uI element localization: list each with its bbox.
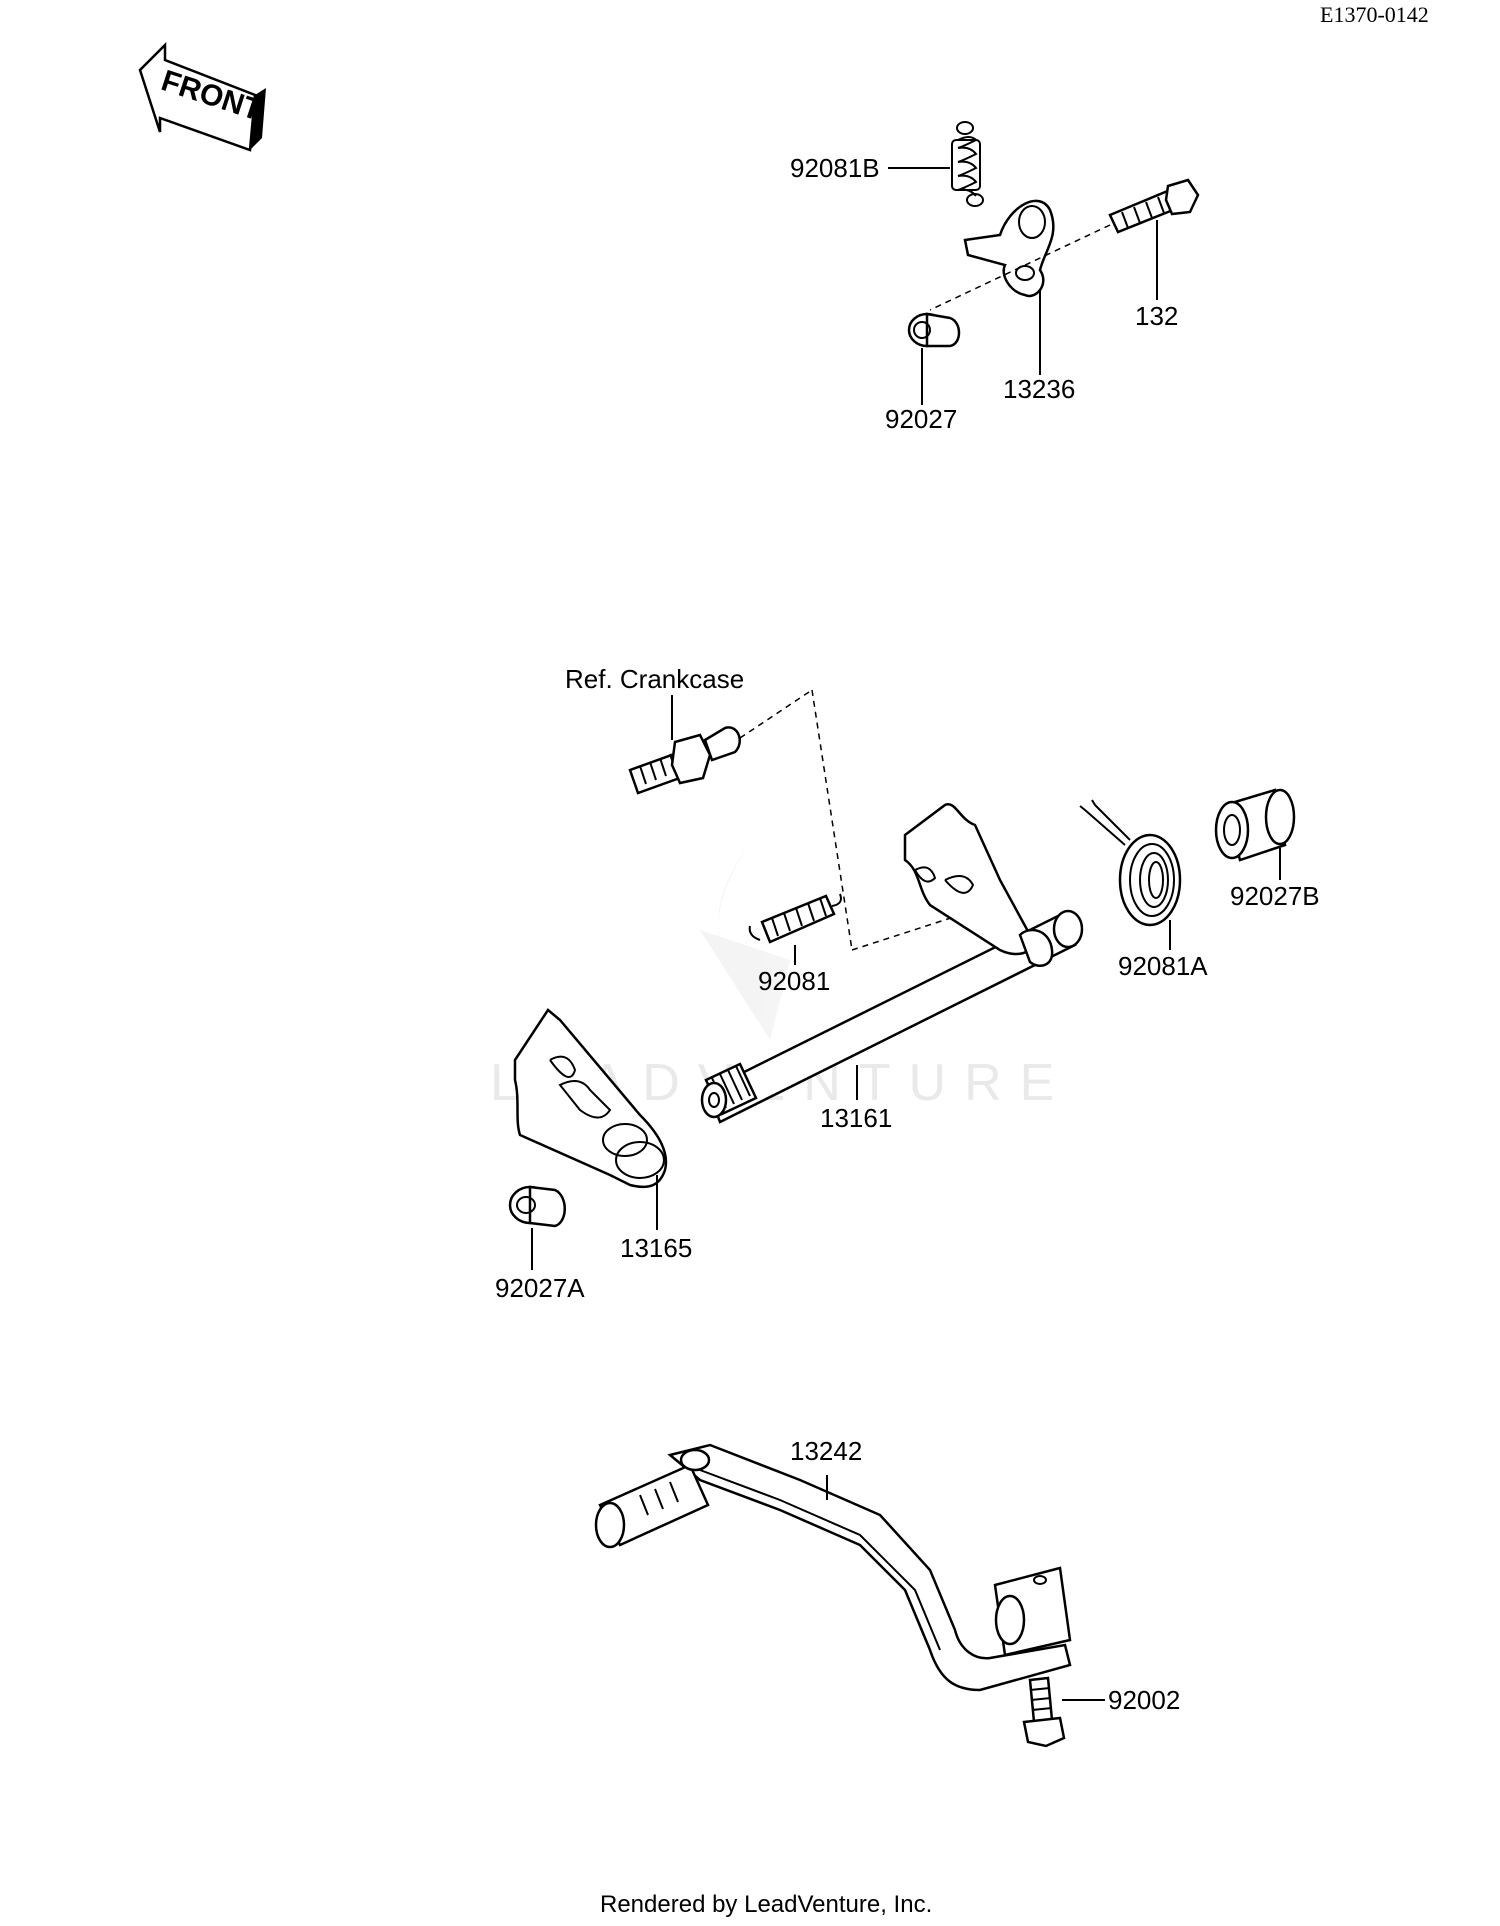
shift-shaft-13161 [700,802,1084,1124]
callout-13165: 13165 [620,1233,692,1263]
callout-92027A: 92027A [495,1273,585,1303]
plate-13165 [513,1008,668,1189]
callout-132: 132 [1135,301,1178,331]
arm-13236 [963,199,1055,298]
spring-92081 [748,893,842,944]
collar-92027 [907,312,961,348]
bolt-92002 [1022,1676,1066,1748]
callout-ref-crankcase: Ref. Crankcase [565,664,744,694]
footer-credit: Rendered by LeadVenture, Inc. [600,1891,932,1918]
callout-13236: 13236 [1003,374,1075,404]
spring-92081B [951,121,984,207]
callout-13242: 13242 [790,1436,862,1466]
callout-92081: 92081 [758,966,830,996]
callout-92081B: 92081B [790,153,880,183]
diagram-code: E1370-0142 [1320,2,1429,27]
callout-92027: 92027 [885,404,957,434]
callout-92027B: 92027B [1230,881,1320,911]
bolt-132 [1108,178,1200,234]
collar-92027A [508,1185,566,1228]
crankcase-pin [628,726,741,795]
callout-92081A: 92081A [1118,951,1208,981]
leadventure-flame-logo [700,830,790,1040]
callout-92002: 92002 [1108,1685,1180,1715]
front-arrow-icon: FRONT [138,41,266,152]
shift-pedal-13242 [594,1443,1072,1692]
collar-92027B [1214,788,1296,862]
callout-13161: 13161 [820,1103,892,1133]
spring-92081A [1079,799,1182,927]
